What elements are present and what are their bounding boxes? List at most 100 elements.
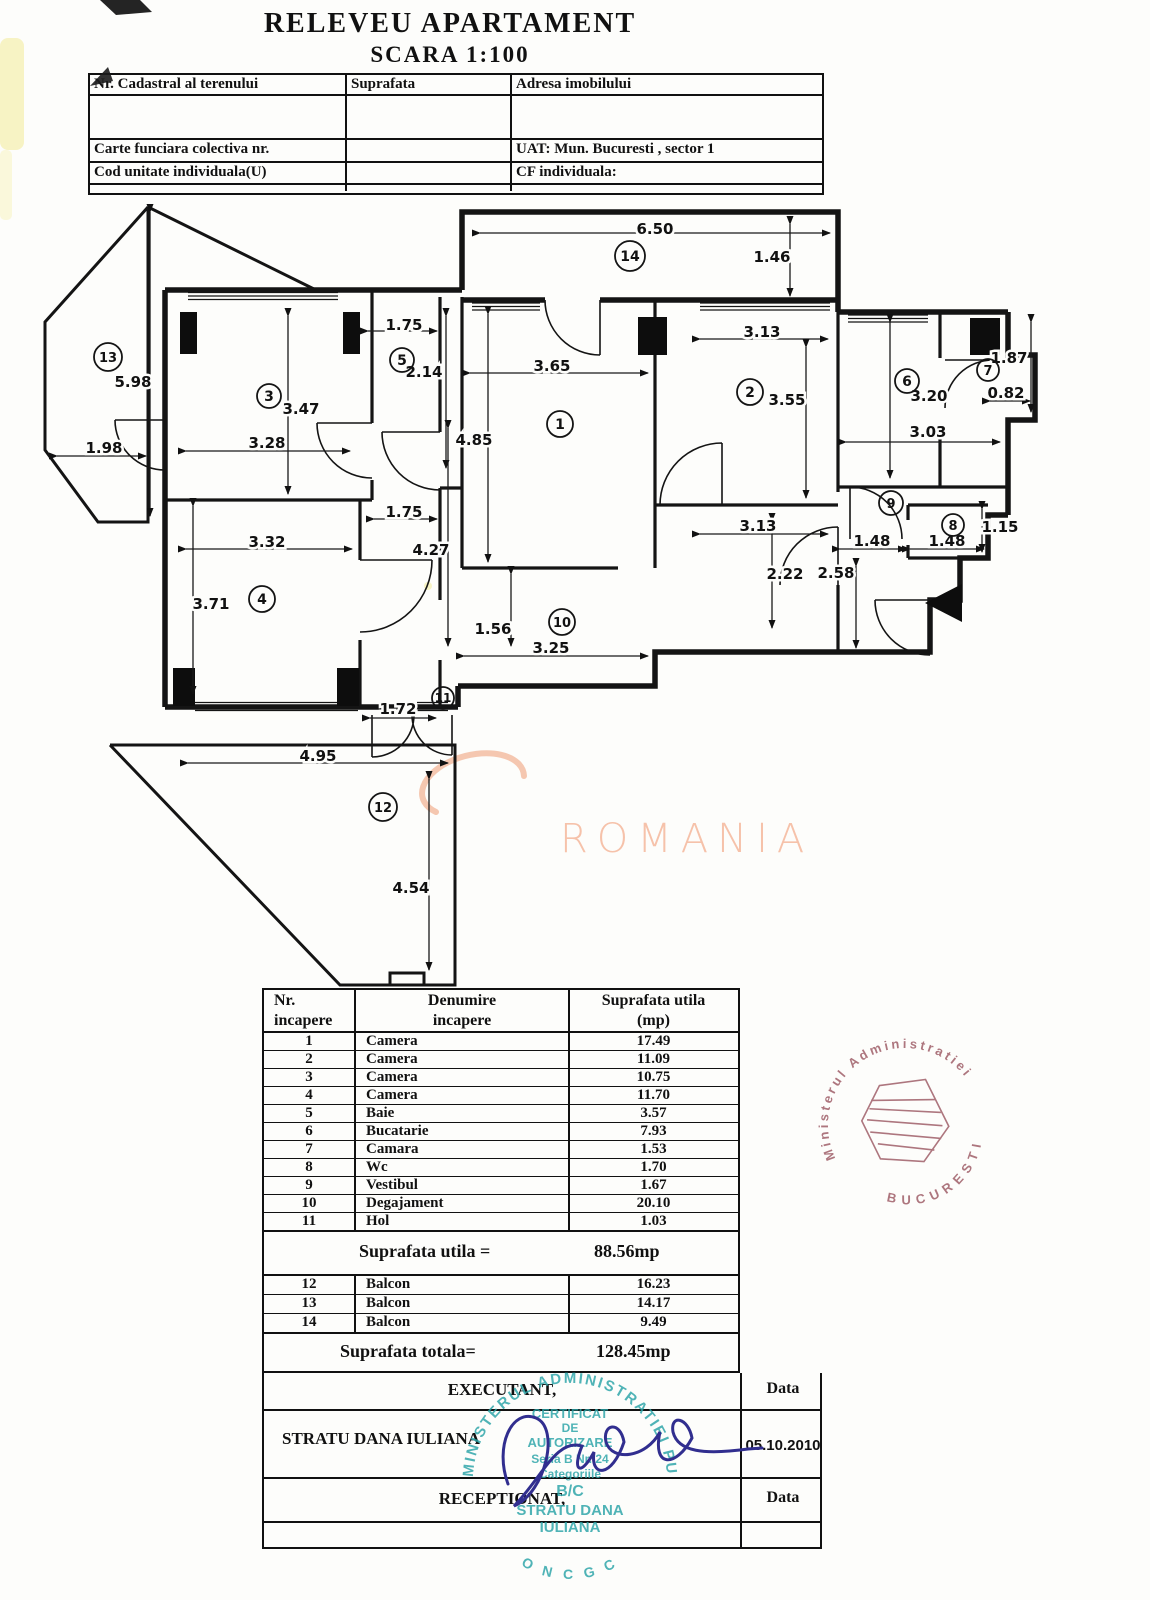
- receptionat-label: RECEPTIONAT,: [264, 1479, 742, 1521]
- teal-stamp-bottom-textpath: O N C G C: [519, 1554, 617, 1583]
- dim-label: 4.27: [412, 541, 449, 559]
- room-name: Camera: [356, 1051, 570, 1068]
- watermark-text: ROMANIA: [560, 816, 813, 862]
- subtotal-value: 88.56mp: [594, 1241, 660, 1261]
- receptionat-row: RECEPTIONAT, Data: [262, 1479, 822, 1523]
- room-name: Balcon: [356, 1295, 570, 1313]
- room-marker-numbers: 1 2 3 4 5 6 7 8 9 10 11 12 13 14: [99, 249, 993, 816]
- dim-label: 3.25: [532, 639, 569, 657]
- executant-name-row: STRATU DANA IULIANA 05.10.2010: [262, 1411, 822, 1479]
- col-header-suprafata: Suprafata utila: [601, 992, 706, 1009]
- dim-label: 4.54: [392, 879, 429, 897]
- title-line1: RELEVEU APARTAMENT: [263, 8, 637, 39]
- room-nr: 7: [264, 1141, 356, 1158]
- room-name: Hol: [356, 1213, 570, 1230]
- room-number: 7: [983, 364, 992, 379]
- room-marker: [389, 347, 415, 373]
- room-name: Balcon: [356, 1314, 570, 1332]
- dim-label: 1.98: [85, 439, 122, 457]
- room-name: Camera: [356, 1069, 570, 1086]
- room-area: 1.70: [640, 1159, 667, 1175]
- cell-empty: [90, 96, 347, 140]
- cell-empty: [512, 185, 822, 191]
- room-nr: 6: [264, 1123, 356, 1140]
- room-name: Balcon: [356, 1276, 570, 1294]
- entrance-arrow-icon: [925, 584, 962, 622]
- room-number: 9: [886, 497, 895, 512]
- brown-stamp-inner-text: BUCURESTI: [880, 1131, 1000, 1228]
- dim-label: 6.50: [636, 220, 673, 238]
- room-marker: [248, 585, 276, 613]
- title-line2: SCARA 1:100: [370, 42, 530, 67]
- dim-label: 3.13: [739, 517, 776, 535]
- dim-label: 1.48: [928, 532, 965, 550]
- room-area: 1.53: [640, 1141, 667, 1157]
- pillars: [173, 312, 1000, 706]
- total-value: 128.45mp: [596, 1341, 671, 1361]
- table-row: 6 Bucatarie 7.93: [264, 1123, 738, 1141]
- room-marker: [614, 240, 646, 272]
- cadastral-header-table: Nr. Cadastral al terenului Suprafata Adr…: [88, 73, 824, 195]
- room-marker: [976, 358, 1000, 382]
- cell-empty: [742, 1523, 824, 1547]
- room-area: 16.23: [636, 1276, 671, 1292]
- col-header-denumire2: incapere: [432, 1012, 492, 1029]
- data-label: Data: [766, 1489, 800, 1506]
- label-cf-individuala: CF individuala:: [512, 163, 822, 185]
- pillar: [638, 317, 667, 355]
- room-nr: 12: [264, 1276, 356, 1294]
- room-markers: [93, 240, 1000, 822]
- table-row: 1 Camera 17.49: [264, 1033, 738, 1051]
- cell-empty: [90, 185, 347, 191]
- room-nr: 11: [264, 1213, 356, 1230]
- room-nr: 2: [264, 1051, 356, 1068]
- cell-empty: [347, 185, 512, 191]
- romania-watermark: ROMANIA: [419, 750, 813, 862]
- room-area: 7.93: [640, 1123, 667, 1139]
- dim-label: 1.15: [981, 518, 1018, 536]
- room-marker: [256, 383, 282, 409]
- room-name: Camera: [356, 1087, 570, 1104]
- table-row: 5 Baie 3.57: [264, 1105, 738, 1123]
- dim-label: 1.75: [385, 316, 422, 334]
- table-row: 11 Hol 1.03: [264, 1213, 738, 1231]
- dim-label: 3.32: [248, 533, 285, 551]
- room-number: 14: [620, 249, 640, 265]
- cell-empty: [347, 140, 512, 163]
- yellow-smudge: [0, 150, 12, 220]
- dim-label: 2.58: [817, 564, 854, 582]
- col-header-denumire: Denumire: [427, 992, 497, 1009]
- dim-label: 3.47: [282, 400, 319, 418]
- dim-label: 3.28: [248, 434, 285, 452]
- room-number: 6: [902, 374, 912, 390]
- dim-label: 1.56: [474, 620, 511, 638]
- executant-label: EXECUTANT,: [264, 1373, 742, 1409]
- room-area: 9.49: [640, 1314, 667, 1330]
- room-nr: 1: [264, 1033, 356, 1050]
- room-nr: 8: [264, 1159, 356, 1176]
- pillar: [343, 312, 360, 354]
- ink-blot: [100, 0, 152, 15]
- pillar: [337, 668, 359, 706]
- dimension-lines: [49, 204, 1035, 971]
- label-nr-cadastral: Nr. Cadastral al terenului: [90, 75, 347, 96]
- room-marker: [736, 378, 764, 406]
- empty-row: [262, 1523, 822, 1549]
- label-carte-funciara: Carte funciara colectiva nr.: [90, 140, 347, 163]
- room-area: 11.09: [637, 1051, 670, 1067]
- cell-empty: [347, 96, 512, 140]
- dim-label: 1.72: [379, 700, 416, 718]
- dimension-labels: 6.50 1.46 1.75 2.14 3.65 3.13 3.55 3.20 …: [83, 218, 1030, 900]
- dim-label: 0.82: [987, 384, 1024, 402]
- dim-label: 5.98: [114, 373, 151, 391]
- pillar: [180, 312, 197, 354]
- room-rows: 1 Camera 17.49 2 Camera 11.09 3 Camera 1…: [264, 1033, 738, 1231]
- room-number: 3: [264, 389, 274, 405]
- brown-stamp-inner-textpath: BUCURESTI: [880, 1131, 1000, 1228]
- room-marker: [878, 490, 904, 516]
- dim-label: 3.20: [910, 387, 947, 405]
- dim-label: 3.03: [909, 423, 946, 441]
